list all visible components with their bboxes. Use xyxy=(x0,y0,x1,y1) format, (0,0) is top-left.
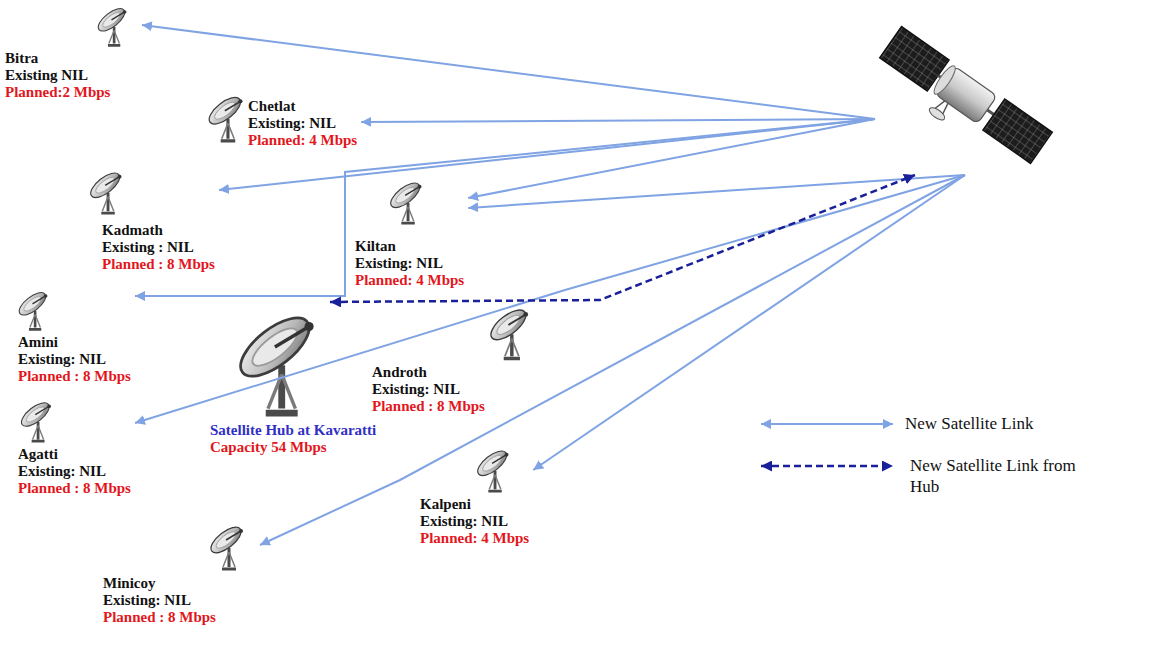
legend-text: New Satellite Link xyxy=(905,413,1033,434)
legend-line-sample xyxy=(761,423,893,425)
status-text: Existing: NIL xyxy=(18,351,131,368)
hub-node: Satellite Hub at KavarattiCapacity 54 Mb… xyxy=(206,302,384,460)
status-text: Existing: NIL xyxy=(18,463,131,480)
bandwidth-text: Planned : 8 Mbps xyxy=(18,368,131,385)
site-name: Kiltan xyxy=(355,238,464,255)
legend-dash-sample xyxy=(761,465,893,468)
site-name: Chetlat xyxy=(248,98,357,115)
legend-text: New Satellite Link from Hub xyxy=(910,455,1080,497)
status-text: Existing: NIL xyxy=(248,115,357,132)
dish-icon xyxy=(387,179,424,224)
station-label: MinicoyExisting: NILPlanned : 8 Mbps xyxy=(103,575,216,626)
status-text: Existing: NIL xyxy=(355,255,464,272)
station-node: AgattiExisting: NILPlanned : 8 Mbps xyxy=(12,394,135,501)
bandwidth-text: Planned: 4 Mbps xyxy=(248,132,357,149)
station-label: ChetlatExisting: NILPlanned: 4 Mbps xyxy=(248,98,357,149)
station-label: AndrothExisting: NILPlanned : 8 Mbps xyxy=(372,364,485,415)
bandwidth-text: Planned : 8 Mbps xyxy=(372,398,485,415)
satellite-link xyxy=(142,25,875,119)
hub-dish-icon xyxy=(231,307,318,413)
site-name: Bitra xyxy=(5,50,110,67)
satellite-link xyxy=(533,175,965,470)
status-text: Existing: NIL xyxy=(420,513,529,530)
satellite-node xyxy=(875,15,1055,175)
satellite-link xyxy=(468,175,965,208)
dish-icon xyxy=(474,447,511,492)
station-label: Satellite Hub at KavarattiCapacity 54 Mb… xyxy=(210,422,380,456)
station-label: KiltanExisting: NILPlanned: 4 Mbps xyxy=(355,238,464,289)
station-label: AminiExisting: NILPlanned : 8 Mbps xyxy=(18,334,131,385)
dish-icon xyxy=(16,289,50,330)
station-label: BitraExisting NILPlanned:2 Mbps xyxy=(5,50,110,101)
site-name: Androth xyxy=(372,364,485,381)
station-node: BitraExisting NILPlanned:2 Mbps xyxy=(1,0,142,105)
station-label: KalpeniExisting: NILPlanned: 4 Mbps xyxy=(420,496,529,547)
station-node: KadmathExisting : NILPlanned : 8 Mbps xyxy=(80,164,219,277)
station-node: AndrothExisting: NILPlanned : 8 Mbps xyxy=(368,298,546,419)
hub-satellite-link xyxy=(330,175,915,302)
status-text: Existing: NIL xyxy=(372,381,485,398)
satellite-icon xyxy=(870,27,1052,178)
station-node: MinicoyExisting: NILPlanned : 8 Mbps xyxy=(99,518,260,630)
bandwidth-text: Planned: 4 Mbps xyxy=(420,530,529,547)
status-text: Existing : NIL xyxy=(102,239,215,256)
site-name: Agatti xyxy=(18,446,131,463)
dish-icon xyxy=(207,523,245,569)
station-node: AminiExisting: NILPlanned : 8 Mbps xyxy=(10,284,135,389)
bandwidth-text: Planned: 4 Mbps xyxy=(355,272,464,289)
satellite-link xyxy=(135,175,965,423)
station-node: ChetlatExisting: NILPlanned: 4 Mbps xyxy=(199,88,361,153)
dish-icon xyxy=(205,93,245,141)
bandwidth-text: Capacity 54 Mbps xyxy=(210,439,380,456)
bandwidth-text: Planned : 8 Mbps xyxy=(18,480,131,497)
dish-icon xyxy=(87,169,124,214)
station-label: AgattiExisting: NILPlanned : 8 Mbps xyxy=(18,446,131,497)
site-name: Minicoy xyxy=(103,575,216,592)
bandwidth-text: Planned:2 Mbps xyxy=(5,84,110,101)
station-node: KalpeniExisting: NILPlanned: 4 Mbps xyxy=(416,442,533,551)
site-name: Kadmath xyxy=(102,222,215,239)
station-node: KiltanExisting: NILPlanned: 4 Mbps xyxy=(351,174,468,293)
bandwidth-text: Planned : 8 Mbps xyxy=(102,256,215,273)
bandwidth-text: Planned : 8 Mbps xyxy=(103,609,216,626)
station-label: KadmathExisting : NILPlanned : 8 Mbps xyxy=(102,222,215,273)
satellite-link xyxy=(135,119,875,296)
dish-icon xyxy=(18,399,53,442)
site-name: Kalpeni xyxy=(420,496,529,513)
site-name: Satellite Hub at Kavaratti xyxy=(210,422,380,439)
status-text: Existing: NIL xyxy=(103,592,216,609)
site-name: Amini xyxy=(18,334,131,351)
satellite-link xyxy=(468,119,875,198)
dish-icon xyxy=(95,5,129,46)
satellite-link xyxy=(361,119,875,122)
satellite-link xyxy=(260,175,965,545)
status-text: Existing NIL xyxy=(5,67,110,84)
